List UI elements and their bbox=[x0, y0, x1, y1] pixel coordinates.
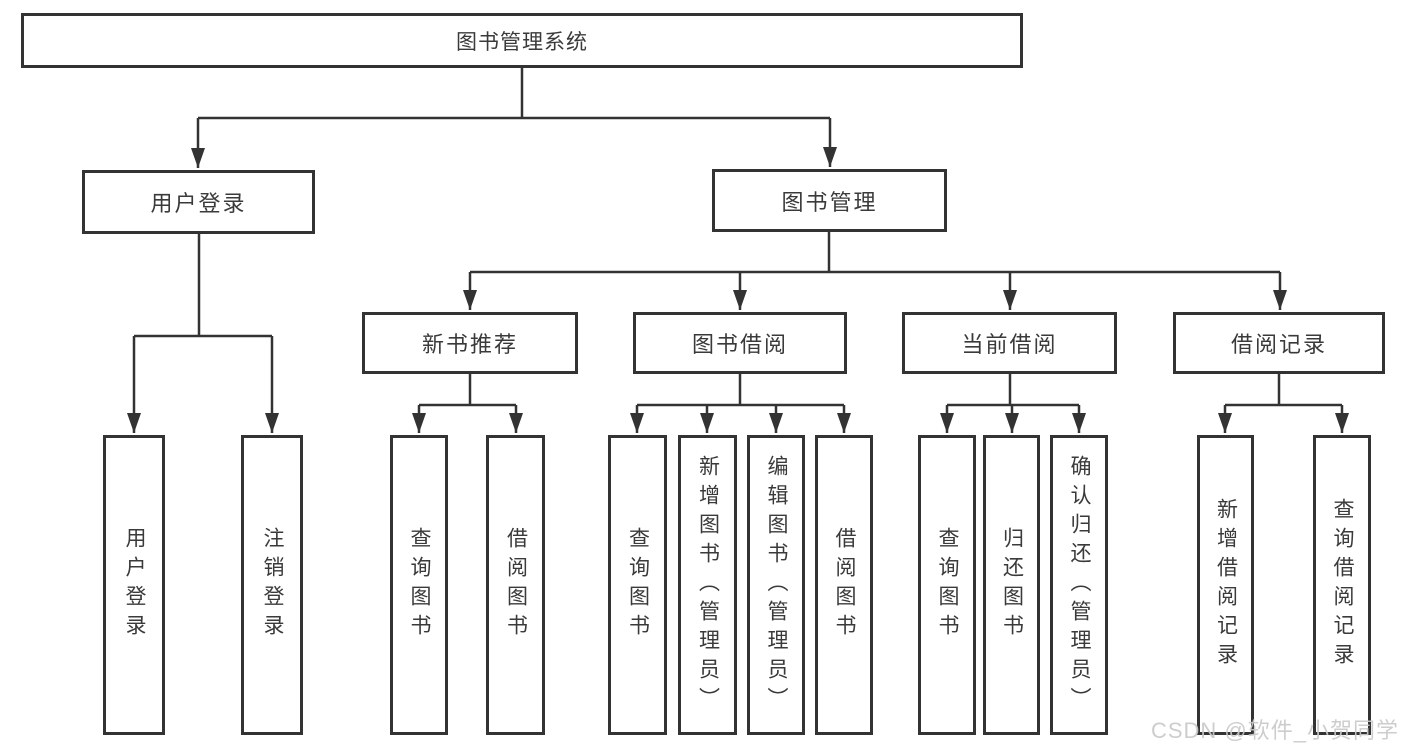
node-book-management: 图书管理 bbox=[712, 169, 947, 232]
node-leaf-query-books-current: 查询图书 bbox=[918, 435, 976, 735]
leaf-label: 新增图书（管理员） bbox=[696, 454, 720, 716]
leaf-label: 查询图书 bbox=[408, 527, 431, 643]
leaf-label: 注销登录 bbox=[261, 527, 284, 643]
leaf-label: 查询图书 bbox=[626, 527, 650, 643]
leaf-label: 编辑图书（管理员） bbox=[765, 454, 788, 716]
node-leaf-query-books-borrow: 查询图书 bbox=[608, 435, 667, 735]
node-leaf-add-book-admin: 新增图书（管理员） bbox=[678, 435, 737, 735]
leaf-label: 借阅图书 bbox=[504, 527, 528, 643]
connector-trunks bbox=[134, 68, 1342, 407]
leaf-label: 归还图书 bbox=[1000, 527, 1024, 643]
node-current-borrow: 当前借阅 bbox=[902, 312, 1117, 374]
node-leaf-logout: 注销登录 bbox=[241, 435, 303, 735]
leaf-label: 确认归还（管理员） bbox=[1068, 454, 1091, 716]
node-leaf-borrow-books-recommend: 借阅图书 bbox=[486, 435, 545, 735]
leaf-label: 新增借阅记录 bbox=[1214, 498, 1238, 672]
node-new-book-recommend: 新书推荐 bbox=[362, 312, 578, 374]
node-leaf-add-borrow-record: 新增借阅记录 bbox=[1197, 435, 1254, 735]
node-leaf-user-login: 用户登录 bbox=[103, 435, 165, 735]
node-book-borrow: 图书借阅 bbox=[633, 312, 847, 374]
leaf-label: 借阅图书 bbox=[833, 527, 856, 643]
node-leaf-query-borrow-record: 查询借阅记录 bbox=[1313, 435, 1371, 735]
node-leaf-query-books-recommend: 查询图书 bbox=[390, 435, 448, 735]
node-leaf-edit-book-admin: 编辑图书（管理员） bbox=[747, 435, 805, 735]
leaf-label: 查询借阅记录 bbox=[1331, 498, 1354, 672]
node-user-login: 用户登录 bbox=[82, 170, 315, 234]
watermark: CSDN @软件_小贺同学 bbox=[1150, 718, 1399, 743]
node-leaf-return-book: 归还图书 bbox=[983, 435, 1040, 735]
leaf-label: 查询图书 bbox=[936, 527, 959, 643]
node-leaf-confirm-return-admin: 确认归还（管理员） bbox=[1050, 435, 1108, 735]
node-borrow-records: 借阅记录 bbox=[1173, 312, 1385, 374]
node-root: 图书管理系统 bbox=[21, 13, 1023, 68]
leaf-label: 用户登录 bbox=[123, 527, 146, 643]
node-leaf-borrow-books-borrow: 借阅图书 bbox=[815, 435, 873, 735]
